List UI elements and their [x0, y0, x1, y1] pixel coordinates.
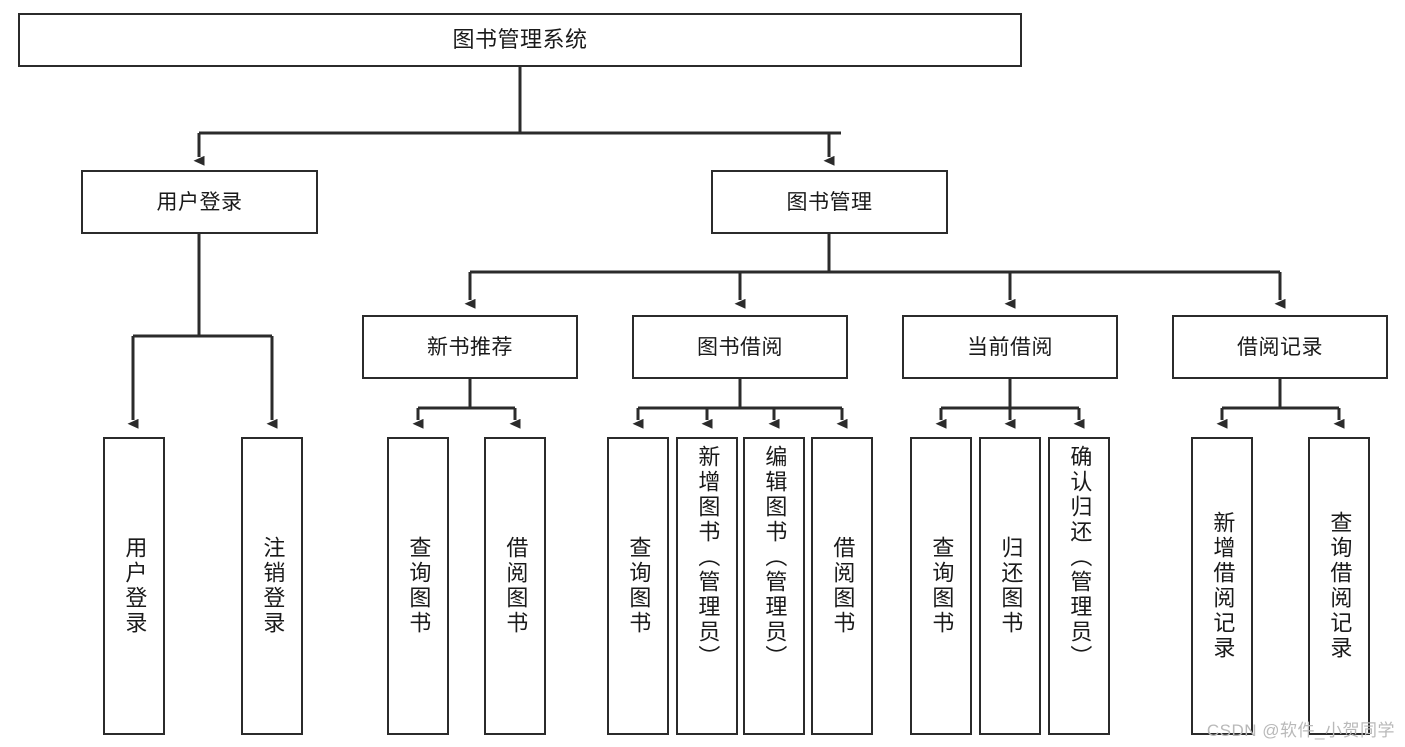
leaf-add-book[interactable]: 新增图书（管理员） [676, 437, 738, 735]
leaf-query-book-1[interactable]: 查询图书 [387, 437, 449, 735]
node-label: 注销登录 [260, 536, 286, 636]
node-label: 用户登录 [122, 536, 148, 636]
leaf-edit-book[interactable]: 编辑图书（管理员） [743, 437, 805, 735]
leaf-borrow-book-2[interactable]: 借阅图书 [811, 437, 873, 735]
node-root-system[interactable]: 图书管理系统 [18, 13, 1022, 67]
csdn-watermark: CSDN @软件_小贺同学 [1206, 721, 1395, 740]
node-label: 新书推荐 [427, 335, 513, 359]
node-label: 用户登录 [156, 190, 243, 214]
node-current-borrow[interactable]: 当前借阅 [902, 315, 1118, 379]
leaf-borrow-book-1[interactable]: 借阅图书 [484, 437, 546, 735]
node-label: 新增图书（管理员） [695, 445, 721, 670]
node-label: 当前借阅 [967, 335, 1053, 359]
node-book-manage[interactable]: 图书管理 [711, 170, 948, 234]
node-borrow-record[interactable]: 借阅记录 [1172, 315, 1388, 379]
leaf-query-record[interactable]: 查询借阅记录 [1308, 437, 1370, 735]
leaf-logout[interactable]: 注销登录 [241, 437, 303, 735]
node-label: 图书借阅 [697, 335, 783, 359]
leaf-confirm-return[interactable]: 确认归还（管理员） [1048, 437, 1110, 735]
node-label: 确认归还（管理员） [1067, 445, 1093, 670]
leaf-query-book-3[interactable]: 查询图书 [910, 437, 972, 735]
node-label: 借阅图书 [503, 536, 529, 636]
leaf-add-record[interactable]: 新增借阅记录 [1191, 437, 1253, 735]
node-label: 新增借阅记录 [1210, 511, 1236, 661]
node-book-borrow[interactable]: 图书借阅 [632, 315, 848, 379]
node-label: 借阅记录 [1237, 335, 1323, 359]
node-label: 借阅图书 [830, 536, 856, 636]
leaf-query-book-2[interactable]: 查询图书 [607, 437, 669, 735]
node-label: 图书管理 [786, 190, 873, 214]
node-label: 查询图书 [626, 536, 652, 636]
leaf-return-book[interactable]: 归还图书 [979, 437, 1041, 735]
node-label: 查询借阅记录 [1327, 511, 1353, 661]
node-label: 查询图书 [929, 536, 955, 636]
node-new-book-rec[interactable]: 新书推荐 [362, 315, 578, 379]
node-user-login[interactable]: 用户登录 [81, 170, 318, 234]
leaf-user-login[interactable]: 用户登录 [103, 437, 165, 735]
node-label: 图书管理系统 [452, 27, 588, 52]
node-label: 归还图书 [998, 536, 1024, 636]
node-label: 查询图书 [406, 536, 432, 636]
node-label: 编辑图书（管理员） [762, 445, 788, 670]
